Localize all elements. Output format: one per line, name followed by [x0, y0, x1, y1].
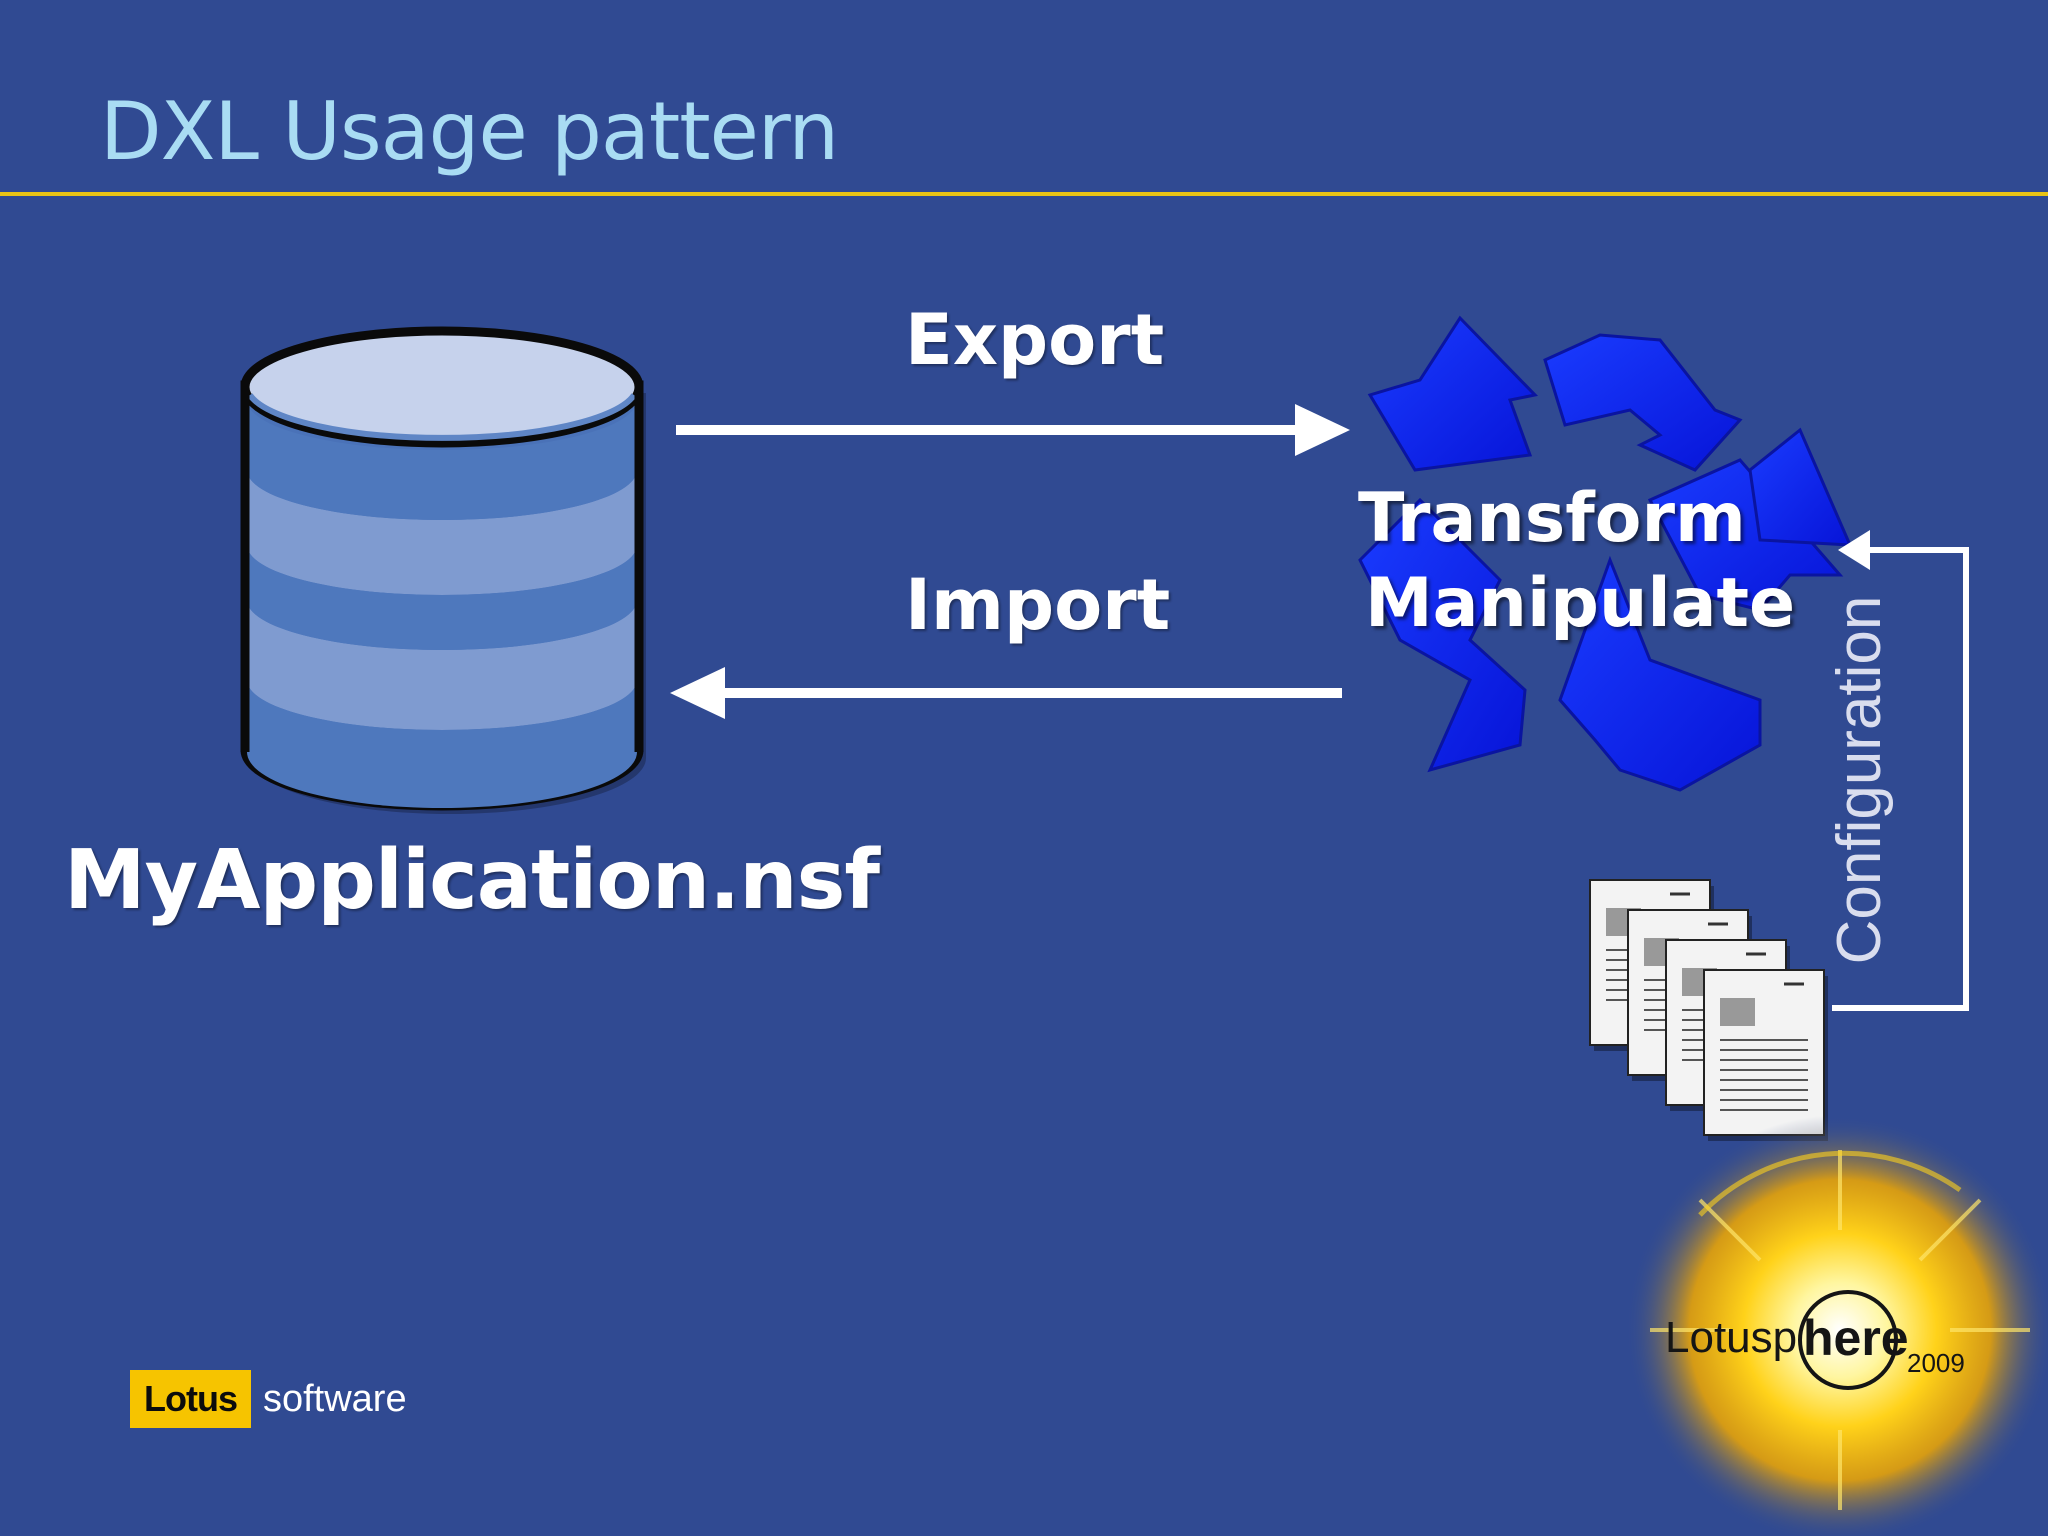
lotus-software-text: software	[262, 1378, 407, 1420]
svg-text:Lotusp: Lotusp	[1665, 1313, 1797, 1362]
export-label: Export	[905, 299, 1165, 381]
manipulate-label: Manipulate	[1365, 564, 1796, 643]
database-icon	[240, 326, 646, 814]
svg-text:2009: 2009	[1907, 1348, 1965, 1378]
documents-icon	[1589, 879, 1828, 1141]
configuration-arrow	[1832, 530, 1969, 1011]
recycle-icon	[1358, 315, 1853, 792]
export-arrow	[676, 404, 1350, 456]
lotusphere-logo: Lotusp here 2009	[1625, 1115, 2048, 1536]
lotus-brand: Lotus	[130, 1370, 251, 1428]
import-arrow	[670, 667, 1342, 719]
database-label: MyApplication.nsf	[64, 833, 880, 928]
import-label: Import	[905, 564, 1171, 646]
title-divider	[0, 192, 2048, 196]
configuration-label: Configuration	[1825, 595, 1894, 965]
lotus-software-logo: Lotus software	[130, 1370, 407, 1428]
svg-text:here: here	[1803, 1310, 1909, 1366]
transform-label: Transform	[1358, 479, 1746, 558]
slide-title: DXL Usage pattern	[100, 85, 839, 178]
